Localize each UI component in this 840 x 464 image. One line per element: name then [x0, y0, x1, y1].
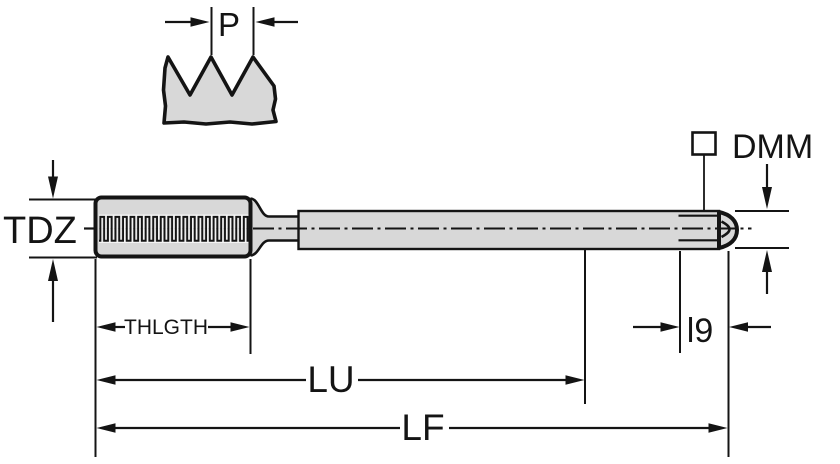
thread-profile-shape	[161, 55, 278, 126]
arrowhead-left	[729, 322, 748, 332]
neck-contour-top	[250, 197, 299, 218]
dimensions: TDZ DMM THLGTH	[3, 128, 813, 457]
extension-lines	[94, 250, 730, 457]
neck-contour-bottom	[250, 239, 299, 257]
label-thread-length: THLGTH	[124, 316, 208, 339]
thread-band-teeth	[99, 214, 249, 243]
label-square-width: DMM	[732, 128, 813, 166]
arrowhead-right	[190, 17, 210, 27]
label-square-length: l9	[687, 312, 713, 350]
label-usable-length: LU	[307, 359, 354, 400]
dim-dmm: DMM	[691, 128, 813, 294]
arrowhead-left	[96, 322, 116, 332]
dim-lf: LF	[96, 407, 728, 448]
label-pitch: P	[218, 6, 240, 43]
dim-tdz: TDZ	[3, 160, 97, 322]
label-functional-length: LF	[401, 407, 444, 448]
arrowhead-up	[762, 250, 772, 272]
dim-lu: LU	[96, 359, 585, 400]
arrowhead-down	[48, 176, 58, 199]
arrowhead-right	[230, 322, 250, 332]
arrowhead-down	[762, 187, 772, 209]
arrowhead-right	[565, 375, 585, 385]
pitch-dimension	[165, 7, 298, 55]
arrowhead-left	[96, 423, 116, 433]
arrowhead-right	[708, 423, 728, 433]
arrowhead-left	[255, 17, 275, 27]
arrowhead-right	[660, 322, 680, 332]
label-thread-diameter: TDZ	[3, 210, 77, 252]
thread-profile-detail: P	[161, 6, 298, 126]
square-symbol-icon	[691, 131, 717, 156]
tap-drawing	[84, 195, 752, 259]
dim-l9: l9	[633, 312, 771, 350]
shank	[297, 209, 721, 251]
neck	[249, 199, 298, 255]
arrowhead-left	[96, 375, 116, 385]
dim-thlgth: THLGTH	[96, 316, 250, 339]
square-drive-end	[717, 210, 739, 250]
arrowhead-up	[48, 259, 58, 281]
